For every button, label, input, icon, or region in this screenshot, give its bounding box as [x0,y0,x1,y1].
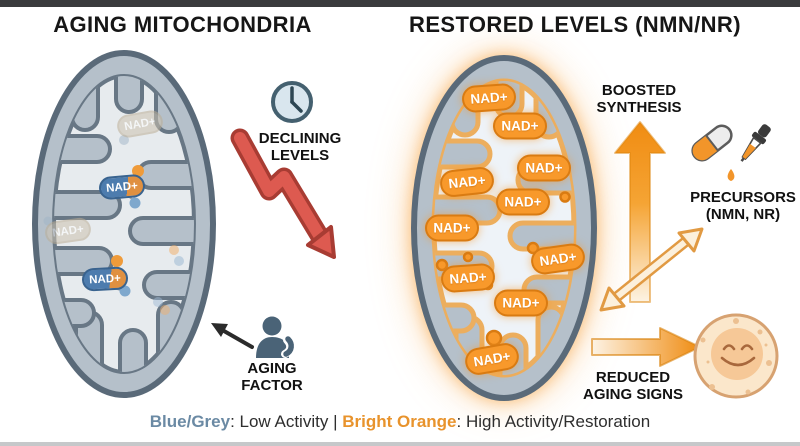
nad-pill: NAD+ [496,188,550,216]
nad-pill: NAD+ [425,214,479,242]
nad-pill: NAD+ [517,154,571,182]
nad-pill: NAD+ [494,289,548,317]
legend: Blue/Grey: Low Activity | Bright Orange:… [0,412,800,432]
aging-factor-label: AGING FACTOR [241,360,303,395]
boosted-synthesis-label: BOOSTED SYNTHESIS [596,82,682,117]
reduced-aging-signs-label: REDUCED AGING SIGNS [582,369,683,404]
nad-pill: NAD+ [43,216,93,246]
legend-orange-term: Bright Orange [342,412,457,431]
nad-pill: NAD+ [81,266,129,292]
right-panel-title: RESTORED LEVELS (NMN/NR) [409,12,741,37]
nad-pill: NAD+ [98,173,146,201]
legend-separator: | [328,412,343,431]
molecule-dots [43,135,184,315]
top-crop-artifact [0,0,800,7]
nad-pill: NAD+ [463,341,521,377]
nad-pill: NAD+ [440,262,496,294]
legend-blue-desc: : Low Activity [230,412,329,431]
bottom-crop-artifact [0,442,800,446]
mitochondria-aging [32,50,216,398]
declining-levels-label: DECLINING LEVELS [258,130,342,165]
nad-pill: NAD+ [438,165,496,199]
left-panel-title: AGING MITOCHONDRIA [53,12,312,37]
precursors-label: PRECURSORS (NMN, NR) [690,189,796,224]
legend-orange-desc: : High Activity/Restoration [456,412,651,431]
nad-pill: NAD+ [115,108,165,140]
nad-pill: NAD+ [493,112,547,140]
legend-blue-term: Blue/Grey [149,412,231,431]
nad-pill: NAD+ [461,82,517,114]
nad-pill: NAD+ [529,241,587,277]
